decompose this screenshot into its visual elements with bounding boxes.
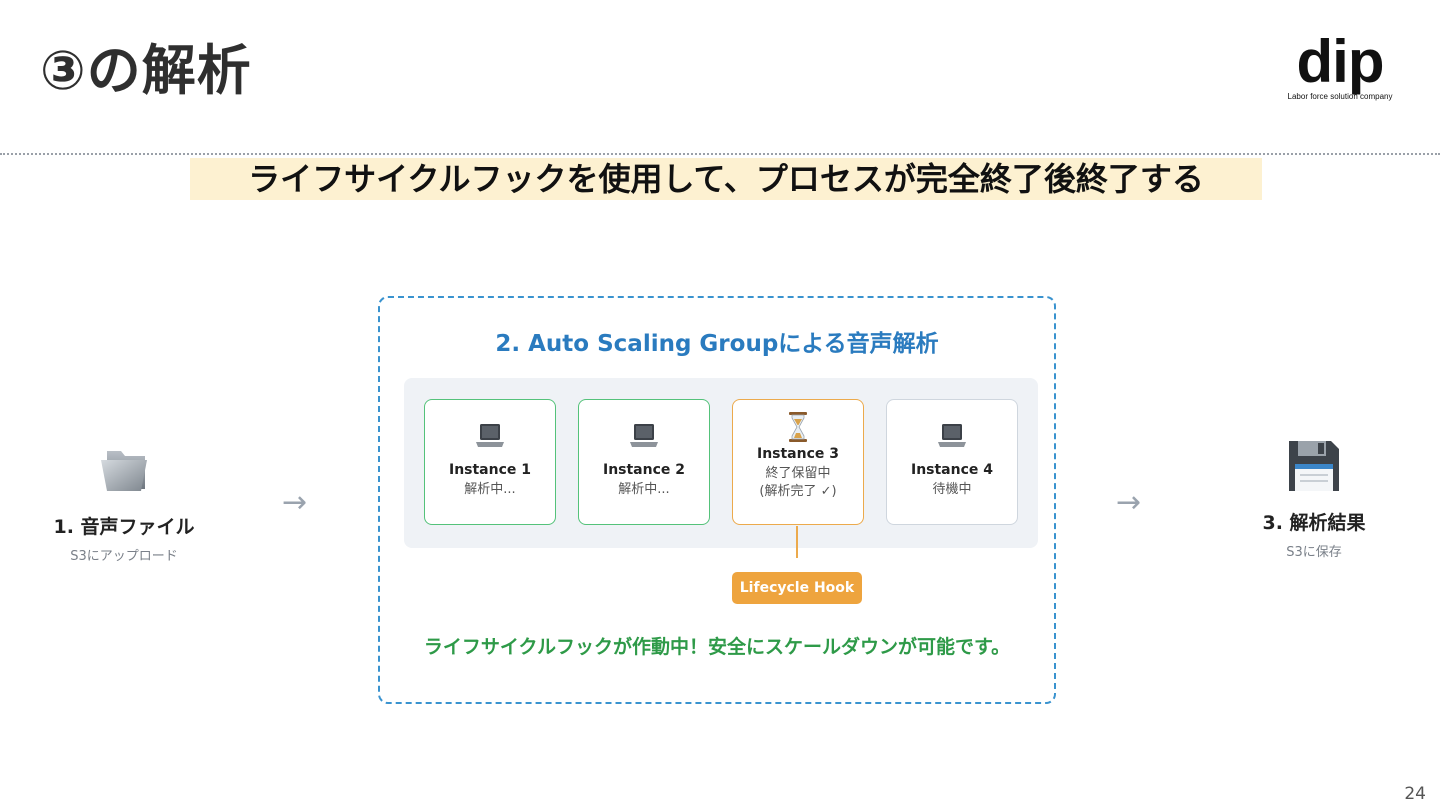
instance-card-4: Instance 4 待機中 [886, 399, 1018, 525]
instance-name: Instance 2 [602, 462, 686, 478]
step-upload-subtitle: S3にアップロード [70, 549, 178, 564]
instance-status: 終了保留中 (解析完了 ✓) [733, 465, 863, 500]
dip-logo: dip Labor force solution company [1270, 28, 1410, 102]
instance-status: 解析中... [618, 482, 670, 497]
instance-status-line: 終了保留中 [765, 466, 831, 481]
hook-connector [796, 526, 798, 558]
lifecycle-hook-badge: Lifecycle Hook [732, 572, 862, 604]
logo-tagline: Labor force solution company [1287, 92, 1393, 101]
step-result-subtitle: S3に保存 [1286, 545, 1342, 560]
step-upload-title: 1. 音声ファイル [53, 516, 195, 538]
page-title: ③の解析 [40, 39, 252, 102]
instance-panel: Instance 1 解析中... Instance 2 解析中... Inst… [404, 378, 1038, 548]
floppy-disk-icon [1224, 438, 1404, 494]
laptop-icon [938, 424, 966, 447]
auto-scaling-group: 2. Auto Scaling Groupによる音声解析 Instance 1 … [378, 296, 1056, 704]
laptop-icon [630, 424, 658, 447]
instance-card-2: Instance 2 解析中... [578, 399, 710, 525]
logo-wordmark: dip [1296, 28, 1385, 95]
asg-title: 2. Auto Scaling Groupによる音声解析 [495, 331, 939, 357]
page-number: 24 [1404, 784, 1426, 804]
instance-card-3: Instance 3 終了保留中 (解析完了 ✓) [732, 399, 864, 525]
folder-icon [34, 442, 214, 498]
instance-name: Instance 4 [910, 462, 994, 478]
instance-status: 解析中... [464, 482, 516, 497]
instance-status-line: (解析完了 ✓) [759, 483, 837, 499]
flow-arrow-left: → [282, 485, 308, 520]
header-divider [0, 153, 1440, 155]
instance-name: Instance 3 [756, 446, 840, 462]
instance-card-1: Instance 1 解析中... [424, 399, 556, 525]
instance-name: Instance 1 [448, 462, 532, 478]
step-result-title: 3. 解析結果 [1262, 512, 1366, 534]
step-upload: 1. 音声ファイル S3にアップロード [34, 442, 214, 564]
step-result: 3. 解析結果 S3に保存 [1224, 438, 1404, 560]
laptop-icon [476, 424, 504, 447]
asg-status-message: ライフサイクルフックが作動中！安全にスケールダウンが可能です。 [423, 636, 1011, 658]
slide-subtitle: ライフサイクルフックを使用して、プロセスが完全終了後終了する [190, 158, 1262, 200]
instance-status: 待機中 [932, 482, 972, 497]
hourglass-icon [789, 412, 807, 442]
flow-arrow-right: → [1116, 485, 1142, 520]
